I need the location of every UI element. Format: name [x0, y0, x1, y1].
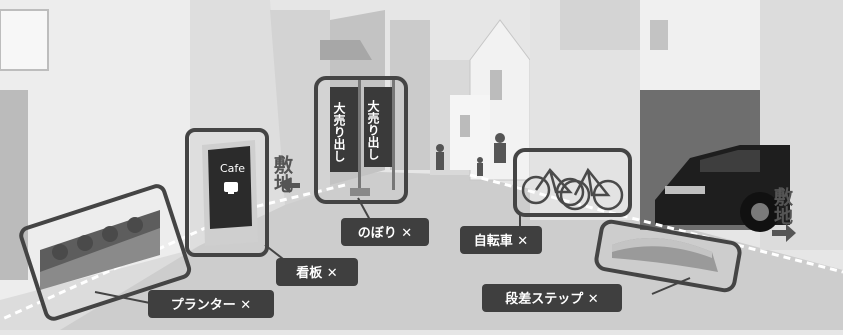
- right-property-line: [469, 173, 843, 274]
- property-label-right-text: 敷地: [771, 186, 793, 225]
- banner-2-text: 大売り出し: [366, 99, 380, 160]
- bicycle-outline: [513, 148, 632, 217]
- arrow-left-icon: [280, 178, 300, 193]
- label-step: 段差ステップ ✕: [482, 284, 622, 312]
- pedestrians: [436, 133, 506, 176]
- banner-1-text: 大売り出し: [332, 101, 346, 162]
- far-tower-top: [320, 40, 372, 60]
- label-banner-text: のぼり ✕: [358, 226, 412, 241]
- signboard-outline: [185, 128, 269, 257]
- arrow-right-icon: [772, 224, 796, 242]
- right-house-window: [460, 115, 470, 137]
- label-banner: のぼり ✕: [341, 218, 429, 246]
- banners: 大売り出し 大売り出し: [330, 80, 395, 196]
- cafe-sign-text: Cafe: [220, 162, 245, 175]
- label-signboard-text: 看板 ✕: [296, 265, 337, 281]
- step-outline: [594, 219, 742, 293]
- label-planter: プランター ✕: [148, 290, 274, 318]
- property-label-right: 敷地: [771, 186, 796, 242]
- right-building-window: [650, 20, 668, 50]
- label-planter-text: プランター ✕: [171, 298, 251, 313]
- label-step-text: 段差ステップ ✕: [505, 291, 598, 307]
- left-building-door: [0, 90, 28, 280]
- step: [612, 237, 718, 272]
- spire-window: [490, 70, 502, 100]
- property-label-left: 敷地: [271, 154, 300, 193]
- right-building-mid-top: [560, 0, 640, 50]
- planter: [40, 210, 160, 290]
- label-bicycle-text: 自転車 ✕: [474, 233, 528, 249]
- cafe-signboard: Cafe: [202, 140, 258, 246]
- label-bicycle: 自転車 ✕: [460, 226, 542, 254]
- left-sidewalk: [0, 186, 330, 330]
- far-building-center: [390, 20, 430, 170]
- label-signboard: 看板 ✕: [276, 258, 358, 286]
- left-building-sign: [0, 9, 49, 71]
- bicycles: [521, 167, 624, 211]
- parked-car: [655, 145, 790, 232]
